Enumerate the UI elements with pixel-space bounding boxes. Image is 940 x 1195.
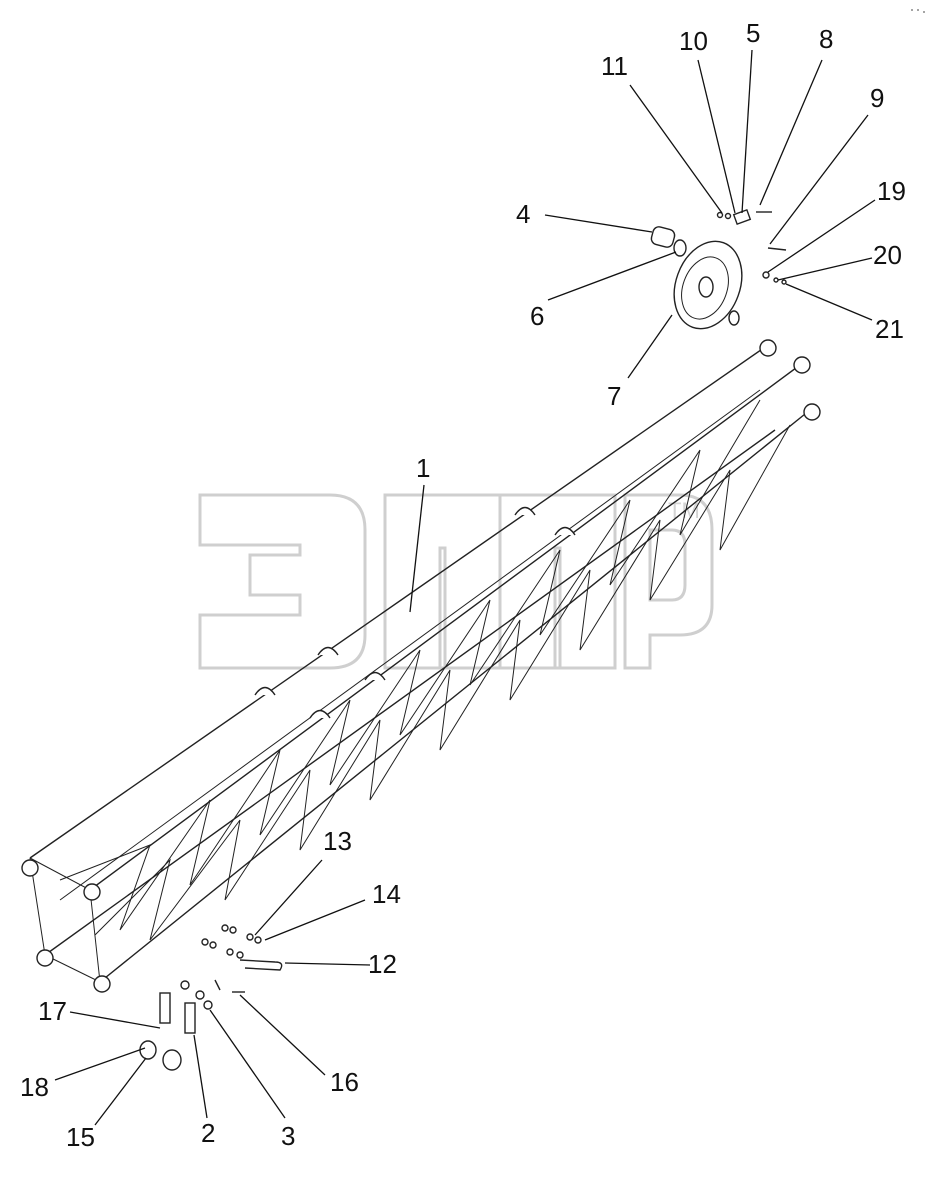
callout-15: 15 — [66, 1122, 95, 1152]
callout-2: 2 — [201, 1118, 215, 1148]
leader-lines — [54, 49, 876, 1126]
callout-4: 4 — [516, 199, 530, 229]
callout-1: 1 — [416, 453, 430, 483]
callout-14: 14 — [372, 879, 401, 909]
callout-11: 11 — [601, 51, 628, 81]
callout-13: 13 — [323, 826, 352, 856]
callout-12: 12 — [368, 949, 397, 979]
callout-17: 17 — [38, 996, 67, 1026]
callout-3: 3 — [281, 1121, 295, 1151]
callout-20: 20 — [873, 240, 902, 270]
watermark-logo: TM — [198, 493, 714, 670]
lattice-boom — [21, 339, 821, 993]
callout-19: 19 — [877, 176, 906, 206]
callout-10: 10 — [679, 26, 708, 56]
corner-mark — [911, 9, 925, 13]
callout-21: 21 — [875, 314, 904, 344]
callout-5: 5 — [746, 18, 760, 48]
sheave-assembly — [650, 209, 787, 330]
lower-hardware — [139, 924, 283, 1071]
callout-6: 6 — [530, 301, 544, 331]
callout-16: 16 — [330, 1067, 359, 1097]
callout-7: 7 — [607, 381, 621, 411]
callout-9: 9 — [870, 83, 884, 113]
callout-labels: 1 2 3 4 5 6 7 8 9 10 11 12 13 14 15 16 1… — [20, 18, 906, 1152]
callout-18: 18 — [20, 1072, 49, 1102]
callout-8: 8 — [819, 24, 833, 54]
